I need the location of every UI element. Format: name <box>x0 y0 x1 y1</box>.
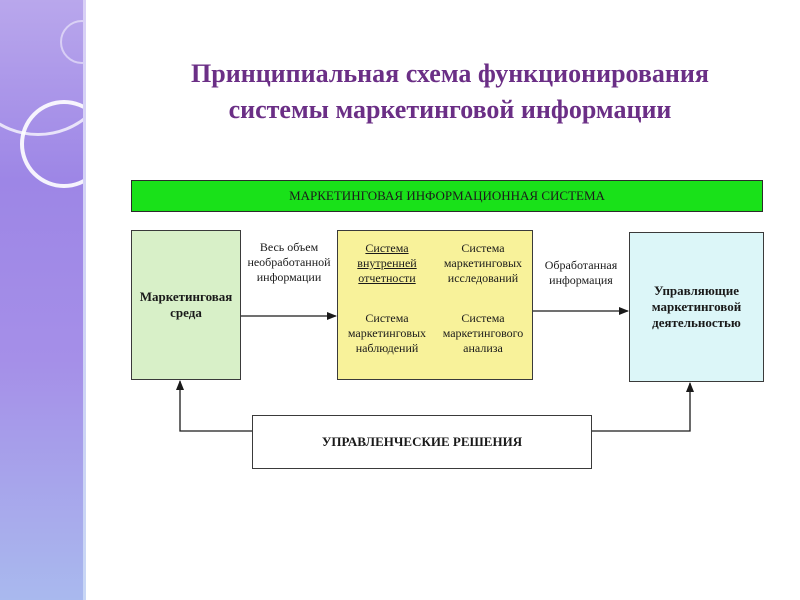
marketing-managers-box: Управляющие маркетинговой деятельностью <box>629 232 764 382</box>
arrow-decisions-to-environment <box>176 380 252 432</box>
management-label-line-1: Управляющие <box>653 283 740 298</box>
subsystem-line: Система <box>365 241 409 255</box>
subsystem-internal-reporting: Система внутренней отчетности <box>340 241 434 286</box>
slide-title-line-2: системы маркетинговой информации <box>228 95 672 124</box>
raw-info-line-1: Весь объем <box>259 240 319 254</box>
subsystem-line: наблюдений <box>355 341 419 355</box>
processed-information-label: Обработанная информация <box>535 258 627 288</box>
management-label-line-2: маркетинговой <box>651 299 742 314</box>
marketing-environment-box: Маркетинговая среда <box>131 230 241 380</box>
subsystem-line: исследований <box>447 271 519 285</box>
processed-info-line-2: информация <box>549 273 613 287</box>
subsystem-marketing-observation: Система маркетинговых наблюдений <box>340 311 434 356</box>
processed-info-line-1: Обработанная <box>544 258 618 272</box>
slide-title-line-1: Принципиальная схема функционирования <box>191 59 709 88</box>
slide-title: Принципиальная схема функционирования си… <box>100 56 800 128</box>
subsystem-line: Система <box>461 311 505 325</box>
decorative-ring <box>20 100 108 188</box>
arrow-decisions-to-managers <box>592 382 694 432</box>
environment-label-line-1: Маркетинговая <box>139 289 233 304</box>
subsystem-line: маркетингового <box>442 326 524 340</box>
subsystem-line: отчетности <box>358 271 416 285</box>
subsystem-marketing-analysis: Система маркетингового анализа <box>436 311 530 356</box>
management-decisions-box: УПРАВЛЕНЧЕСКИЕ РЕШЕНИЯ <box>252 415 592 469</box>
management-label-line-3: деятельностью <box>652 315 741 330</box>
mis-subsystems-box: Система внутренней отчетности Система ма… <box>337 230 533 380</box>
raw-information-label: Весь объем необработанной информации <box>243 240 335 285</box>
subsystem-line: внутренней <box>357 256 417 270</box>
subsystem-line: Система <box>365 311 409 325</box>
subsystem-line: анализа <box>463 341 503 355</box>
environment-label-line-2: среда <box>170 305 202 320</box>
raw-info-line-3: информации <box>256 270 322 284</box>
decorative-side-stripe <box>0 0 116 600</box>
subsystem-line: маркетинговых <box>347 326 427 340</box>
subsystem-marketing-research: Система маркетинговых исследований <box>436 241 530 286</box>
raw-info-line-2: необработанной <box>247 255 331 269</box>
subsystem-line: Система <box>461 241 505 255</box>
subsystem-line: маркетинговых <box>443 256 523 270</box>
mis-banner: МАРКЕТИНГОВАЯ ИНФОРМАЦИОННАЯ СИСТЕМА <box>131 180 763 212</box>
decorative-ring <box>60 20 104 64</box>
